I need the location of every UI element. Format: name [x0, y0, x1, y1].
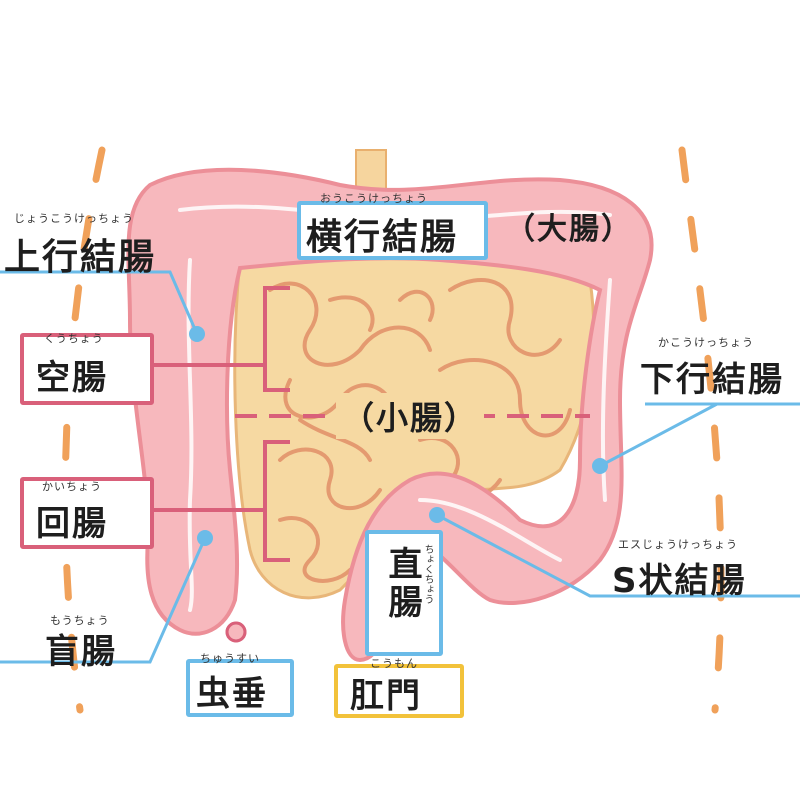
leader-line-descending-colon — [599, 402, 800, 468]
rectum-ruby: ちょくちょう — [422, 544, 433, 604]
appendix-ruby: ちゅうすい — [200, 652, 260, 665]
descending-colon-ruby: かこうけっちょう — [658, 336, 754, 349]
anus-ruby: こうもん — [370, 657, 418, 670]
cecum-ruby: もうちょう — [50, 614, 110, 627]
transverse-colon-ruby: おうこうけっちょう — [320, 192, 428, 205]
jejunum-ruby: くうちょう — [44, 332, 104, 345]
transverse-colon-label: 横行結腸 — [306, 217, 459, 258]
anus-label: 肛門 — [350, 676, 422, 716]
ileum-ruby: かいちょう — [42, 480, 102, 493]
sigmoid-colon-ruby: エスじょうけっちょう — [618, 538, 738, 551]
transverse-colon-box — [297, 201, 488, 260]
ascending-colon-ruby: じょうこうけっちょう — [14, 212, 134, 225]
body-outline-guides — [61, 146, 725, 714]
jejunum-label: 空腸 — [36, 358, 108, 398]
descending-colon-label: 下行結腸 — [640, 360, 784, 400]
anus-box — [334, 664, 464, 718]
small-intestine-label: （小腸） — [336, 393, 485, 439]
appendix-box — [186, 659, 294, 717]
bracket-jejunum — [150, 286, 290, 392]
ascending-colon-label: 上行結腸 — [4, 237, 157, 278]
ileum-box — [20, 477, 154, 549]
pointer-cecum — [197, 530, 213, 546]
pointer-appendix — [225, 621, 247, 643]
pointer-ascending-colon — [189, 326, 205, 342]
bracket-ileum — [150, 440, 290, 562]
leader-line-ascending-colon — [0, 270, 199, 335]
pointer-descending-colon — [592, 458, 608, 474]
large-intestine-label: （大腸） — [505, 212, 633, 247]
body-outline-left — [61, 146, 106, 714]
leader-line-cecum — [0, 537, 207, 664]
sigmoid-colon-label: S状結腸 — [612, 561, 747, 601]
ileum-label: 回腸 — [36, 504, 108, 544]
rectum-box — [365, 530, 443, 656]
leader-line-sigmoid-colon — [436, 513, 800, 598]
jejunum-box — [20, 333, 154, 405]
rectum-label: 直腸 — [382, 546, 422, 622]
cecum-label: 盲腸 — [45, 632, 117, 672]
pointer-sigmoid-colon — [429, 507, 445, 523]
appendix-label: 虫垂 — [196, 674, 268, 714]
